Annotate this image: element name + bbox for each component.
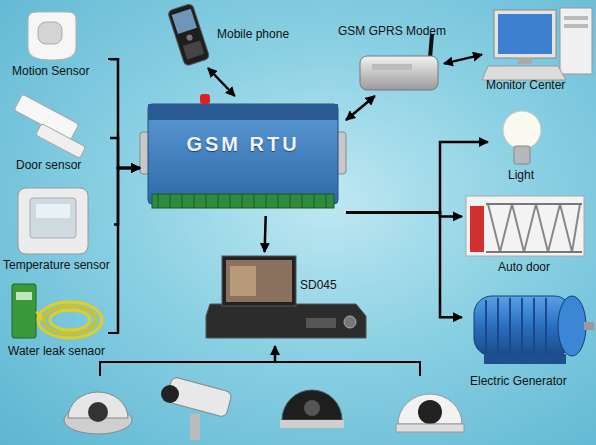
motion-sensor-icon	[28, 12, 76, 60]
camera-bracket	[100, 362, 420, 376]
node-label: SD045	[300, 278, 337, 292]
connector-arrow	[346, 96, 375, 120]
sensor-node: Motion Sensor	[8, 6, 110, 82]
node-label: Door sensor	[16, 158, 81, 172]
rtu-device	[140, 94, 346, 208]
temperature-sensor-icon	[18, 188, 88, 254]
output-node: Auto door	[462, 190, 590, 278]
node-label: Temperature sensor	[3, 258, 110, 272]
dvr-icon	[206, 256, 366, 338]
connector-arrow	[208, 68, 235, 96]
sensor-node: Water leak senaor	[6, 280, 118, 362]
node-label: Light	[508, 168, 534, 182]
node-label: Water leak senaor	[8, 344, 105, 358]
monitor-node: Monitor Center	[482, 4, 596, 96]
connector-arrow	[110, 59, 140, 168]
water-leak-icon	[12, 284, 102, 338]
sensor-node: Door sensor	[8, 98, 110, 178]
door-sensor-icon	[14, 94, 86, 158]
connector-arrow	[346, 212, 462, 216]
output-node: Electric Generator	[462, 286, 596, 390]
camera-arrow	[274, 346, 277, 362]
computer-icon	[482, 8, 592, 80]
modem-icon	[360, 34, 438, 90]
connector-arrow	[118, 168, 140, 333]
phone-icon	[167, 3, 210, 66]
generator-icon	[474, 296, 594, 364]
connector-arrow	[265, 216, 266, 252]
dvr-node: SD045	[200, 252, 370, 344]
connector-arrow	[444, 55, 482, 64]
rtu-node: GSM RTU	[140, 96, 346, 216]
node-label: GSM GPRS Modem	[338, 24, 446, 38]
node-label: Monitor Center	[486, 78, 565, 92]
sensor-node: Temperature sensor	[2, 184, 114, 274]
node-label: Motion Sensor	[12, 64, 89, 78]
auto-door-icon	[466, 196, 584, 256]
node-label: Mobile phone	[217, 27, 289, 41]
connector-arrow	[114, 168, 140, 225]
camera-icons	[64, 376, 464, 440]
phone-node: Mobile phone	[166, 4, 306, 68]
modem-node: GSM GPRS Modem	[336, 24, 444, 96]
connector-arrow	[110, 138, 140, 168]
sensor-bracket	[108, 59, 118, 333]
node-label: Electric Generator	[470, 374, 567, 388]
connector-arrow	[346, 142, 488, 212]
node-label: Auto door	[498, 260, 550, 274]
node-label: GSM RTU	[140, 132, 346, 156]
light-icon	[503, 111, 541, 164]
output-node: Light	[488, 106, 558, 186]
connector-arrow	[346, 212, 462, 317]
